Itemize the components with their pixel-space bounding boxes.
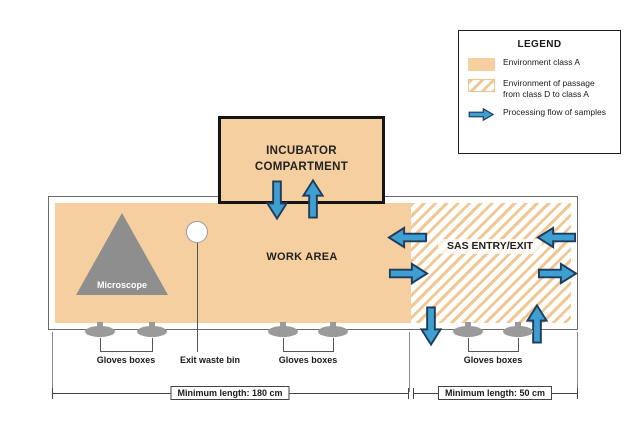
flow-arrow-entry-right-icon (535, 225, 577, 250)
glove-connector-line (283, 351, 334, 352)
flow-arrow-incubator-up-icon (301, 178, 326, 220)
legend-item-label: Processing flow of samples (503, 107, 606, 118)
glove-port (137, 322, 167, 337)
dimension-guide-line (409, 332, 410, 392)
dimension-tick (413, 388, 414, 399)
sas-area (411, 203, 571, 323)
dimension-label-sas: Minimum length: 50 cm (437, 386, 553, 400)
dimension-guide-line (577, 332, 578, 392)
flow-arrow-sas-bottom-down-icon (419, 306, 444, 348)
glove-port (85, 322, 115, 337)
glove-port (453, 322, 483, 337)
legend-item-class-a: Environment class A (468, 57, 611, 71)
dimension-tick (408, 388, 409, 399)
glove-port (318, 322, 348, 337)
microscope-label: Microscope (96, 280, 147, 290)
incubator-compartment: INCUBATOR COMPARTMENT (218, 116, 385, 204)
dimension-tick (52, 388, 53, 399)
dimension-label-work-area: Minimum length: 180 cm (170, 386, 290, 400)
glove-connector-line (468, 351, 519, 352)
class-a-swatch (468, 58, 495, 71)
glove-port (268, 322, 298, 337)
legend-title: LEGEND (517, 39, 562, 50)
glove-connector-line (468, 338, 469, 351)
flow-arrow-exit-right-icon (537, 261, 579, 286)
exit-waste-bin-label: Exit waste bin (179, 355, 241, 365)
passage-swatch (468, 79, 495, 92)
legend-item-label: Environment of passage from class D to c… (503, 78, 595, 100)
work-area-label: WORK AREA (266, 251, 338, 263)
glove-connector-line (283, 338, 284, 351)
gloves-boxes-label: Gloves boxes (463, 355, 523, 365)
flow-arrow-sas-bottom-up-icon (525, 303, 550, 345)
gloves-boxes-label: Gloves boxes (96, 355, 156, 365)
glove-port (503, 322, 533, 337)
exit-waste-bin-circle (186, 221, 208, 243)
glove-connector-line (100, 338, 101, 351)
sas-label: SAS ENTRY/EXIT (438, 239, 542, 255)
legend-item-passage: Environment of passage from class D to c… (468, 78, 611, 100)
legend-item-flow: Processing flow of samples (468, 107, 611, 122)
legend-item-label: Environment class A (503, 57, 581, 67)
flow-arrow-incubator-down-icon (265, 180, 290, 222)
exit-waste-bin-pointer-line (197, 243, 198, 352)
flow-arrow-work-to-sas-icon (388, 261, 430, 286)
glove-connector-line (518, 338, 519, 351)
legend-box: LEGEND Environment class A Environment o… (458, 30, 621, 154)
glove-connector-line (333, 338, 334, 351)
dimension-guide-line (52, 332, 53, 392)
glove-connector-line (100, 351, 153, 352)
glove-connector-line (152, 338, 153, 351)
flow-arrow-sas-to-work-icon (386, 225, 428, 250)
microscope-triangle (76, 213, 168, 295)
gloves-boxes-label: Gloves boxes (278, 355, 338, 365)
flow-arrow-icon (468, 107, 495, 122)
dimension-tick (577, 388, 578, 399)
